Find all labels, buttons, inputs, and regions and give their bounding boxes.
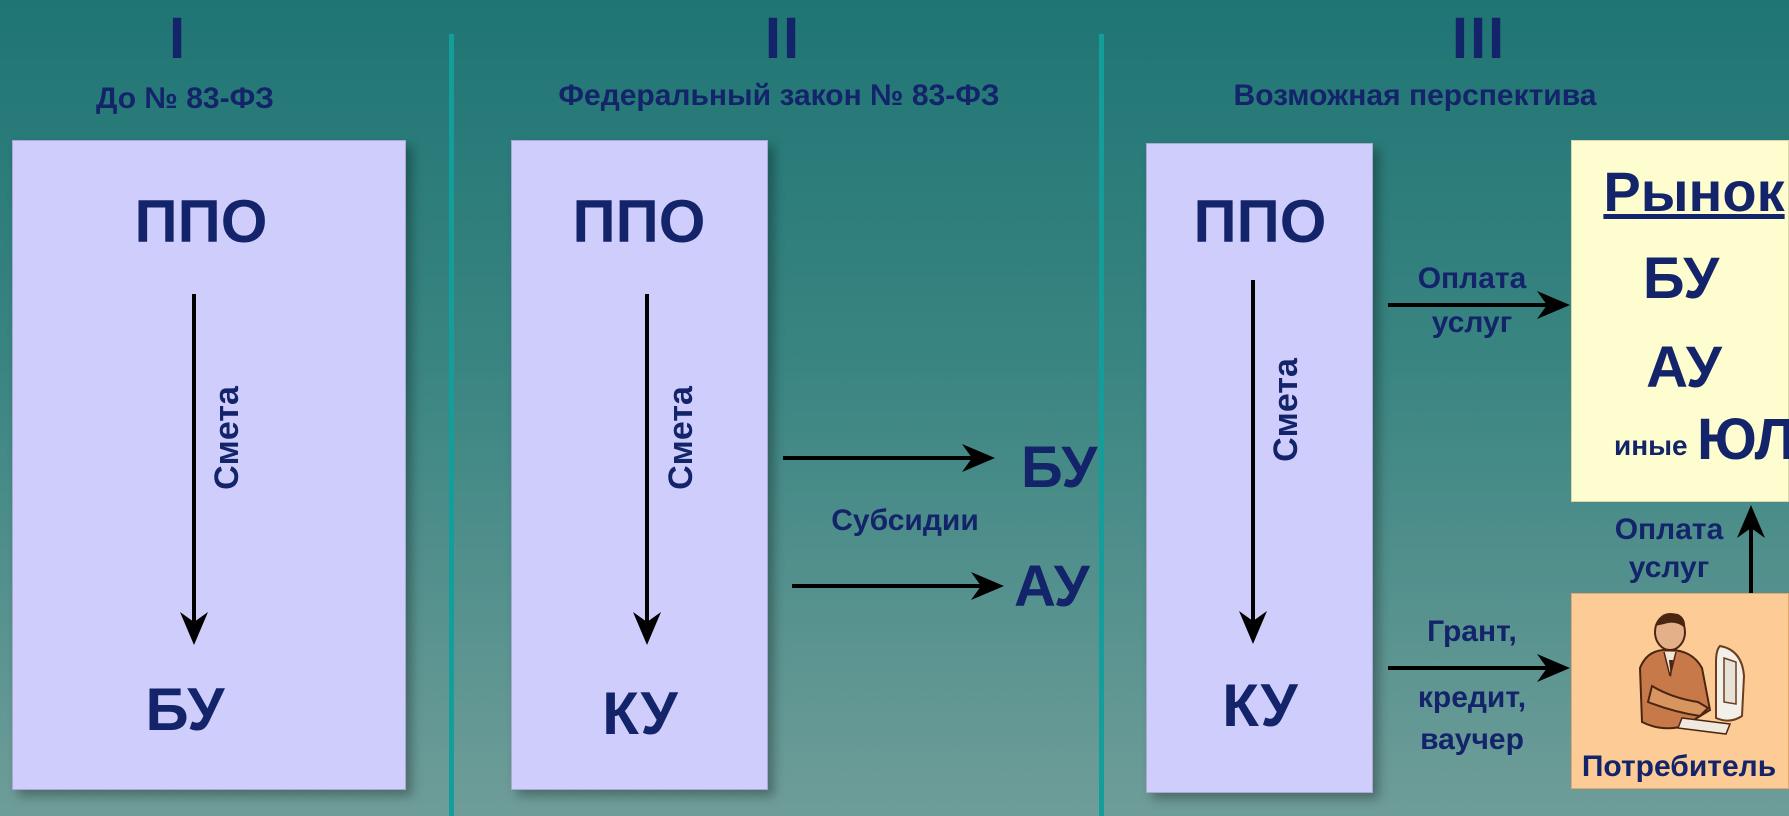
col1-smeta-label: Смета — [208, 386, 246, 490]
subsidies-label: Субсидии — [831, 504, 979, 537]
payment-arrow-to-market — [1388, 291, 1570, 319]
column-2-title: Федеральный закон № 83-ФЗ — [558, 79, 1000, 112]
col2-smeta-label: Смета — [662, 386, 700, 490]
column-1-panel — [12, 140, 406, 790]
column-3-numeral: III — [1451, 6, 1507, 71]
column-1-title: До № 83-ФЗ — [96, 82, 274, 115]
column-divider-2 — [1099, 34, 1104, 816]
payment-label-line2: услуг — [1431, 306, 1513, 339]
grant-label-line2: кредит, — [1417, 681, 1527, 714]
payment-label-line1: Оплата — [1417, 262, 1527, 295]
consumer-label: Потребитель — [1581, 750, 1777, 783]
consumer-to-market-arrow — [1737, 505, 1765, 593]
market-item-other-small: иные — [1614, 430, 1688, 461]
col2-target-au: АУ — [1014, 554, 1090, 619]
market-item-bu: БУ — [1642, 246, 1720, 311]
market-box — [1571, 140, 1789, 502]
col1-bu-label: БУ — [145, 676, 225, 743]
col3-down-arrow — [1239, 280, 1267, 644]
col3-ku-label: КУ — [1222, 672, 1298, 739]
subsidy-arrow-au — [792, 572, 1004, 600]
col1-ppo-label: ППО — [134, 188, 268, 255]
subsidy-arrow-bu — [783, 444, 995, 472]
person-at-computer-icon — [1612, 606, 1752, 746]
market-item-other-big: ЮЛ — [1697, 407, 1789, 472]
col2-down-arrow — [633, 294, 661, 645]
consumer-payment-line1: Оплата — [1614, 513, 1724, 546]
column-1-numeral: I — [168, 6, 188, 71]
grant-label-line1: Грант, — [1427, 615, 1517, 648]
grant-label-line3: ваучер — [1420, 723, 1524, 756]
market-item-au: АУ — [1646, 335, 1722, 400]
column-2-numeral: II — [764, 6, 802, 71]
column-3-panel — [1146, 143, 1373, 793]
col2-ppo-label: ППО — [572, 188, 706, 255]
column-divider-1 — [449, 34, 454, 816]
market-title: Рынок — [1603, 160, 1785, 223]
col2-target-bu: БУ — [1021, 435, 1098, 500]
col1-down-arrow — [180, 294, 208, 645]
col2-ku-label: КУ — [602, 680, 678, 747]
col3-smeta-label: Смета — [1267, 358, 1305, 462]
grant-arrow-to-consumer — [1388, 654, 1570, 682]
column-2-panel — [511, 140, 768, 790]
col3-ppo-label: ППО — [1193, 188, 1327, 255]
column-3-title: Возможная перспектива — [1233, 79, 1597, 112]
consumer-payment-line2: услуг — [1628, 551, 1710, 584]
